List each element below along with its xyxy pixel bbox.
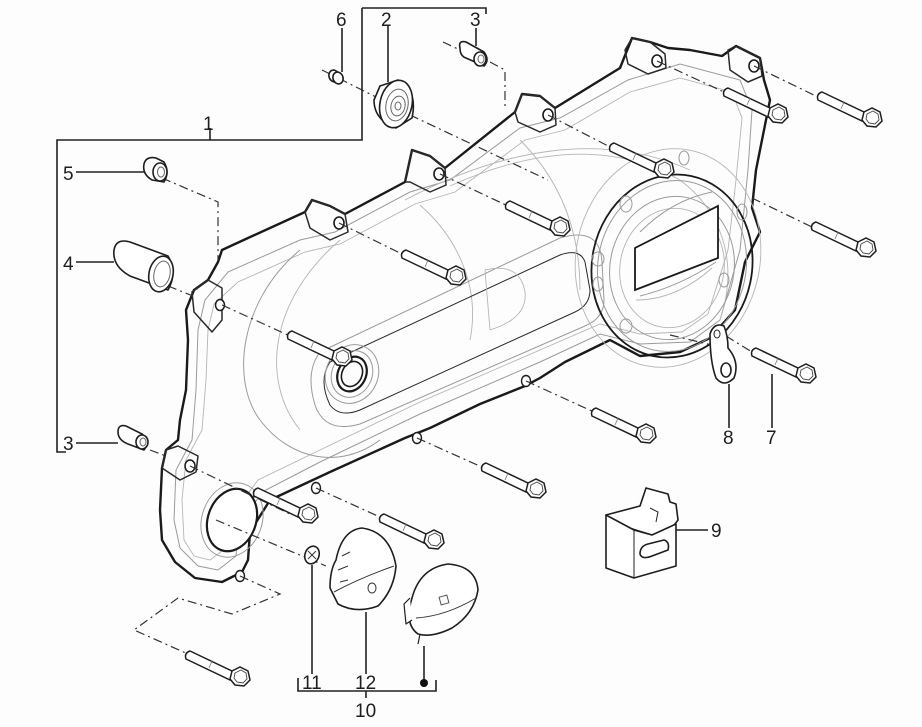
bolts xyxy=(184,87,883,687)
bolt-icon xyxy=(750,347,817,384)
part-4-sleeve xyxy=(113,240,175,293)
bolt-icon xyxy=(400,249,467,286)
callout-labels: 1 2 3 3 4 5 6 7 8 9 10 11 12 xyxy=(63,10,777,722)
part-12-inner-cap xyxy=(329,527,397,611)
boss-4 xyxy=(624,37,667,75)
bolt-icon xyxy=(810,221,877,258)
callout-12: 12 xyxy=(355,673,376,694)
boss-1 xyxy=(304,199,349,241)
bolt-icon xyxy=(590,407,657,444)
bolt-icon xyxy=(816,91,883,128)
callout-10: 10 xyxy=(355,701,376,722)
bolt-icon xyxy=(378,513,445,550)
callout-11: 11 xyxy=(302,673,322,694)
bolt-icon xyxy=(504,200,571,237)
leader-lines xyxy=(56,7,773,698)
callout-3-top: 3 xyxy=(470,10,481,31)
callout-7: 7 xyxy=(766,428,777,449)
part-9-clip xyxy=(605,487,679,579)
part-10-outer-cap xyxy=(403,563,479,645)
bolt-icon xyxy=(722,87,789,124)
bolt-icon xyxy=(608,142,675,179)
callout-5: 5 xyxy=(63,164,74,185)
callout-6: 6 xyxy=(336,10,347,31)
boss-left-top xyxy=(191,279,226,333)
part-3-dowel-bottom xyxy=(117,424,149,451)
boss-5 xyxy=(727,45,763,83)
callout-3-bottom: 3 xyxy=(63,434,74,455)
boss-2 xyxy=(404,149,447,193)
part-5-bushing xyxy=(142,156,168,183)
callout-1: 1 xyxy=(203,114,214,135)
part-6-plug xyxy=(328,69,344,85)
callout-8: 8 xyxy=(723,428,734,449)
transmission-cover xyxy=(158,36,772,584)
callout-4: 4 xyxy=(63,254,74,275)
callout-2: 2 xyxy=(381,10,392,31)
assembly-lines xyxy=(132,41,821,655)
group-marker-dot xyxy=(420,679,428,687)
bolt-icon xyxy=(286,330,353,367)
part-11-seal-ring xyxy=(303,545,321,565)
part-8-bracket xyxy=(709,324,737,384)
part-2-bearing xyxy=(373,79,415,129)
bolt-icon xyxy=(480,462,547,499)
bolt-icon xyxy=(184,650,251,687)
part-3-dowel-top xyxy=(458,40,488,67)
callout-9: 9 xyxy=(711,521,722,542)
boss-3 xyxy=(514,93,557,133)
